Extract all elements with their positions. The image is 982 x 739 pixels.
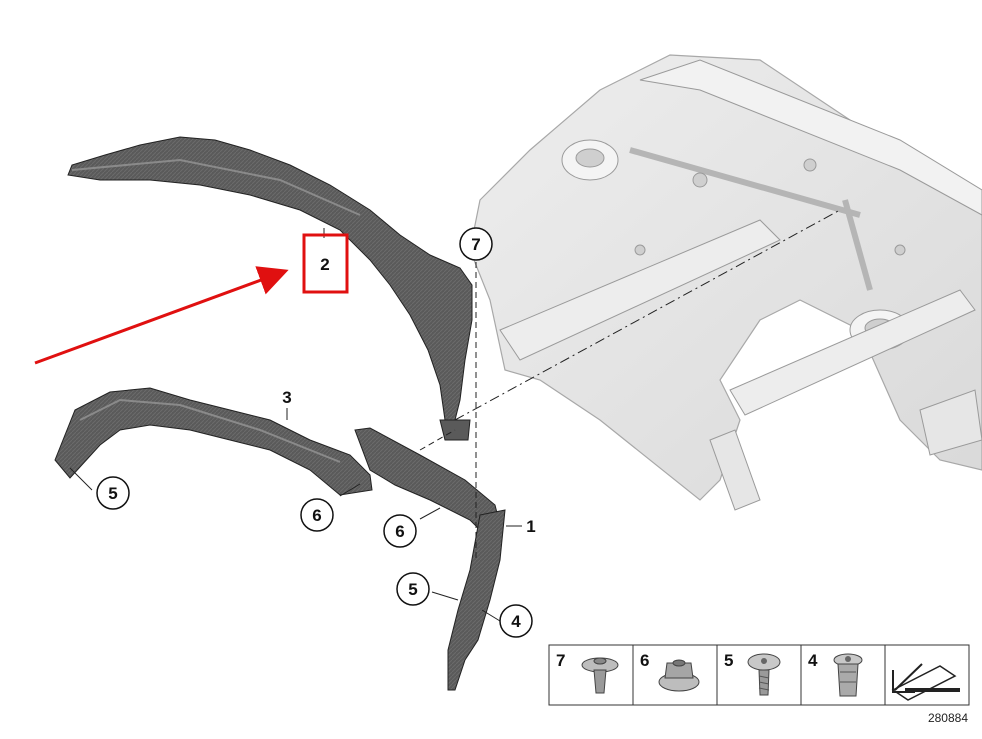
- svg-text:5: 5: [408, 580, 417, 599]
- part-1-bracket: [354, 427, 506, 691]
- callout-7-top[interactable]: 7: [459, 227, 493, 261]
- fastener-legend: 7 6 5: [548, 644, 970, 706]
- svg-text:5: 5: [724, 651, 733, 670]
- callout-6-left[interactable]: 6: [300, 498, 334, 532]
- callout-2-label[interactable]: 2: [320, 255, 329, 274]
- legend-item-5[interactable]: 5: [724, 651, 781, 696]
- svg-text:5: 5: [108, 484, 117, 503]
- part-3-support-bracket: [54, 387, 373, 496]
- callout-4[interactable]: 4: [499, 604, 533, 638]
- svg-text:4: 4: [808, 651, 818, 670]
- push-rivet-icon: [581, 657, 619, 694]
- callout-1-label[interactable]: 1: [526, 517, 535, 536]
- highlight-annotation: [34, 233, 349, 365]
- svg-text:7: 7: [556, 651, 565, 670]
- callout-3-label[interactable]: 3: [282, 388, 291, 407]
- svg-text:4: 4: [511, 612, 521, 631]
- svg-text:6: 6: [312, 506, 321, 525]
- view-direction-arrow-icon: [891, 663, 960, 701]
- flange-nut-icon: [658, 659, 700, 692]
- document-number: 280884: [928, 711, 968, 725]
- legend-item-7[interactable]: 7: [556, 651, 619, 694]
- expanding-nut-icon: [833, 653, 863, 697]
- torx-screw-icon: [747, 653, 781, 696]
- legend-item-view[interactable]: [891, 663, 960, 701]
- legend-item-6[interactable]: 6: [640, 651, 700, 692]
- vehicle-front-structure: [469, 54, 982, 511]
- svg-text:7: 7: [471, 235, 480, 254]
- svg-text:6: 6: [395, 522, 404, 541]
- svg-text:6: 6: [640, 651, 649, 670]
- callout-6-mid[interactable]: 6: [383, 514, 417, 548]
- legend-item-4[interactable]: 4: [808, 651, 863, 697]
- callout-5-low[interactable]: 5: [396, 572, 430, 606]
- part-2-wheelhouse-panel: [67, 136, 473, 441]
- callout-5-left[interactable]: 5: [96, 476, 130, 510]
